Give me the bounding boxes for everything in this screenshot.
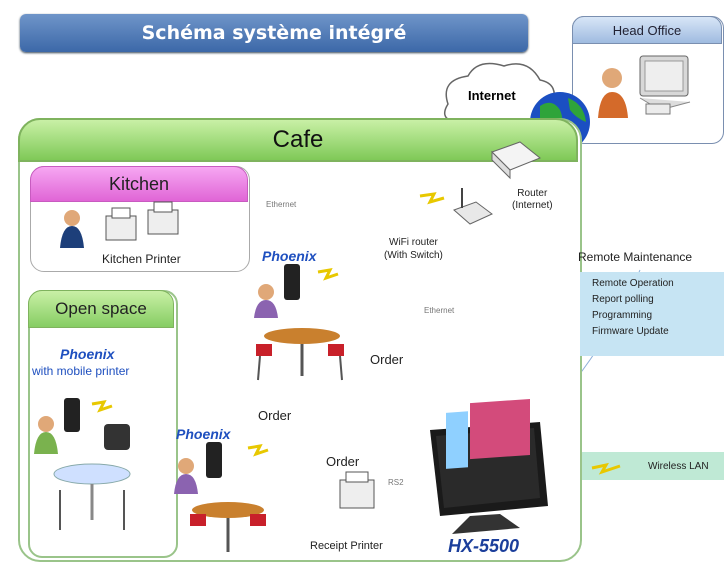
router-icon <box>491 141 541 180</box>
customer-icon <box>34 416 58 454</box>
table-icon <box>190 502 266 552</box>
phoenix-b-label: Phoenix <box>176 426 231 442</box>
terminal-label: HX-5500 <box>448 536 520 556</box>
wireless-signal-icon <box>419 192 445 205</box>
router-label-line2: (Internet) <box>512 200 553 211</box>
router-label-line1: Router <box>517 188 548 199</box>
handheld-icon <box>284 264 300 300</box>
cafe-label: Cafe <box>18 118 578 162</box>
kitchen-label: Kitchen <box>30 166 248 202</box>
remote-item: Programming <box>592 310 653 321</box>
wireless-signal-icon <box>247 444 269 457</box>
remote-maintenance-box: Remote Operation Report polling Programm… <box>580 272 724 356</box>
wireless-signal-icon <box>591 462 621 475</box>
kitchen-printer-label: Kitchen Printer <box>102 252 181 266</box>
mobile-printer-label: with mobile printer <box>32 364 130 378</box>
internet-label: Internet <box>468 88 516 103</box>
remote-item: Remote Operation <box>592 278 674 289</box>
printer-icon <box>105 207 137 241</box>
wireless-lan-label: Wireless LAN <box>648 460 709 472</box>
open-space-label: Open space <box>28 290 174 328</box>
order-label-open: Order <box>258 408 292 423</box>
chef-icon <box>60 210 84 248</box>
wireless-lan-legend: Wireless LAN <box>582 452 724 480</box>
ethernet-label-mid: Ethernet <box>424 306 455 315</box>
diagram-title: Schéma système intégré <box>20 14 528 52</box>
handheld-icon <box>64 398 80 432</box>
waiter-icon <box>254 284 278 318</box>
receipt-printer-label: Receipt Printer <box>310 540 383 552</box>
handheld-icon <box>206 442 222 478</box>
remote-item: Firmware Update <box>592 326 669 337</box>
router-label: Router (Internet) <box>512 188 553 212</box>
order-label-a: Order <box>370 352 404 367</box>
wifi-label-line1: WiFi router <box>389 237 438 248</box>
waiter-icon <box>174 458 198 494</box>
rs2-label: RS2 <box>388 478 404 487</box>
remote-maintenance-title: Remote Maintenance <box>578 250 693 264</box>
wifi-router-label: WiFi router (With Switch) <box>384 236 443 262</box>
remote-item: Report polling <box>592 294 654 305</box>
wifi-label-line2: (With Switch) <box>384 250 443 261</box>
phoenix-a-label: Phoenix <box>262 248 317 264</box>
printer-icon <box>339 471 375 509</box>
ethernet-label-top: Ethernet <box>266 200 297 209</box>
head-office-label: Head Office <box>572 16 722 44</box>
phoenix-open-label: Phoenix <box>60 346 115 362</box>
mobile-printer-icon <box>104 424 130 450</box>
table-icon <box>53 463 131 530</box>
computer-icon <box>639 55 691 115</box>
wireless-signal-icon <box>91 400 113 413</box>
order-label-b: Order <box>326 454 360 469</box>
user-icon <box>598 68 628 118</box>
wifi-router-icon <box>453 188 493 225</box>
printer-icon <box>147 201 179 235</box>
wireless-signal-icon <box>317 268 339 281</box>
table-icon <box>256 328 344 381</box>
